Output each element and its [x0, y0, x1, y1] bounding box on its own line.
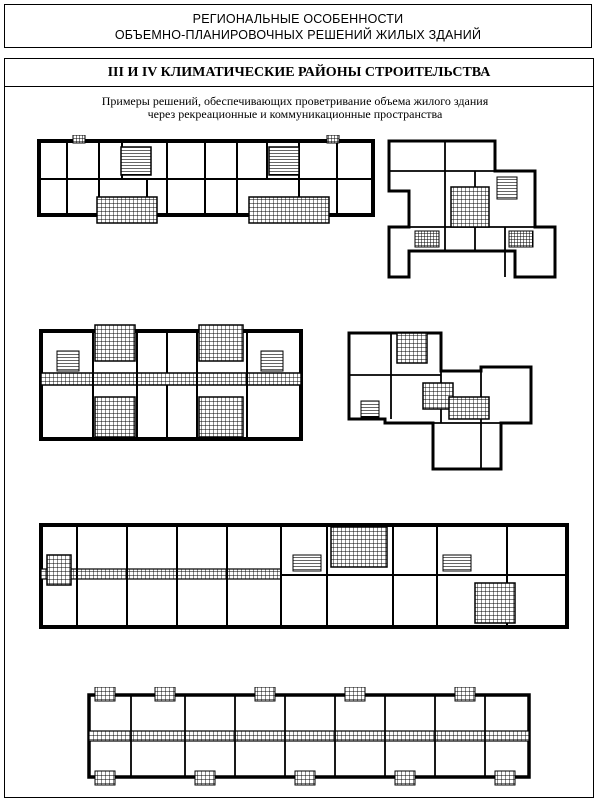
floor-plan-4: [347, 331, 533, 471]
caption-line-1: Примеры решений, обеспечивающих проветри…: [101, 94, 489, 108]
header-line-1: РЕГИОНАЛЬНЫЕ ОСОБЕННОСТИ: [192, 12, 404, 26]
floor-plan-6: [87, 687, 531, 786]
page-header: РЕГИОНАЛЬНЫЕ ОСОБЕННОСТИ ОБЪЕМНО-ПЛАНИРО…: [4, 4, 592, 48]
floor-plan-5: [39, 523, 569, 629]
caption-line-2: через рекреационные и коммуникационные п…: [147, 107, 443, 121]
floor-plan-3: [39, 324, 303, 441]
section-title: III И IV КЛИМАТИЧЕСКИЕ РАЙОНЫ СТРОИТЕЛЬС…: [5, 59, 593, 87]
floor-plan-1: [37, 135, 375, 224]
content-frame: III И IV КЛИМАТИЧЕСКИЕ РАЙОНЫ СТРОИТЕЛЬС…: [4, 58, 594, 798]
floor-plan-2: [387, 139, 557, 279]
header-line-2: ОБЪЕМНО-ПЛАНИРОВОЧНЫХ РЕШЕНИЙ ЖИЛЫХ ЗДАН…: [114, 28, 482, 42]
